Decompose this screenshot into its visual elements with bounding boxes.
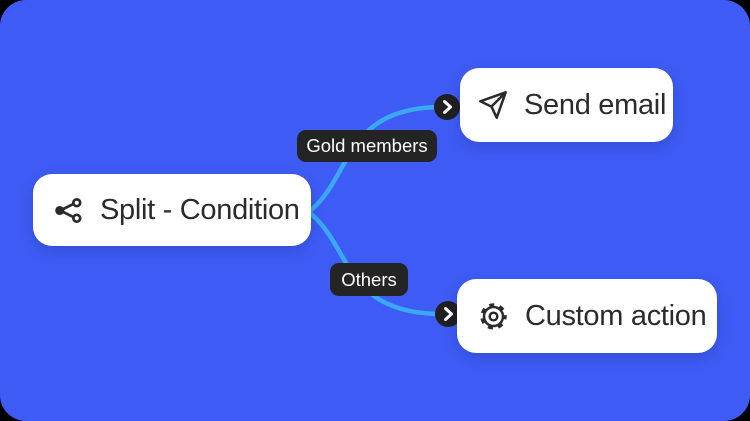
chevron-right-icon (434, 94, 460, 120)
branch-label-text: Others (341, 268, 397, 290)
branch-label-gold-members[interactable]: Gold members (297, 130, 437, 162)
node-label: Custom action (525, 299, 707, 332)
port-chevron-send-email[interactable] (434, 94, 460, 120)
send-icon (477, 89, 509, 121)
port-chevron-custom-action[interactable] (435, 301, 461, 327)
branch-label-others[interactable]: Others (330, 263, 408, 296)
node-send-email[interactable]: Send email (460, 68, 673, 142)
node-custom-action[interactable]: Custom action (457, 279, 717, 353)
node-label: Send email (524, 88, 667, 121)
split-icon (52, 194, 85, 227)
node-label: Split - Condition (100, 193, 300, 226)
branch-label-text: Gold members (306, 135, 428, 156)
chevron-right-icon (435, 301, 461, 327)
node-split-condition[interactable]: Split - Condition (33, 174, 311, 246)
gear-icon (477, 300, 510, 333)
